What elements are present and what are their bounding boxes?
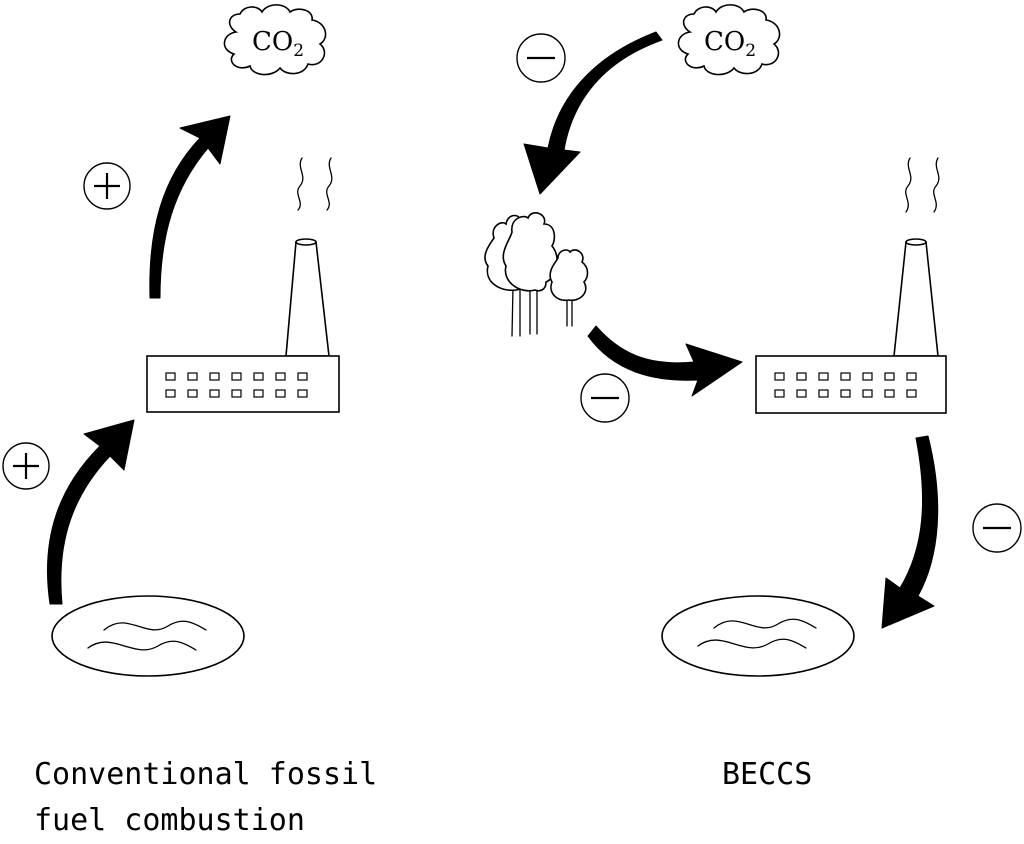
storage-reservoir-right: [661, 595, 855, 677]
caption-line-2: fuel combustion: [34, 803, 305, 838]
cloud-subscript: 2: [293, 41, 304, 61]
storage-arrow-right: [881, 435, 939, 629]
factory-left: [146, 157, 340, 413]
plus-sign-lower: [2, 442, 50, 490]
co2-cloud-right: CO2: [677, 4, 781, 76]
factory-windows: [165, 372, 308, 398]
emission-arrow-left: [149, 115, 231, 299]
cloud-label: CO: [704, 27, 745, 57]
chimney: [285, 241, 330, 357]
cloud-icon: [677, 4, 781, 76]
minus-sign-lower: [972, 503, 1022, 553]
extraction-arrow-left: [47, 419, 135, 605]
smoke-icon: [905, 157, 940, 213]
cloud-subscript: 2: [745, 41, 756, 61]
factory-building: [755, 355, 947, 414]
factory-windows: [774, 372, 917, 398]
svg-text:CO2: CO2: [252, 27, 304, 61]
plus-sign-upper: [83, 162, 131, 210]
minus-sign-middle: [580, 373, 630, 423]
caption-beccs: BECCS: [722, 757, 813, 792]
smoke-icon: [297, 157, 333, 211]
co2-cloud-left: CO2: [223, 4, 327, 76]
factory-right: [755, 157, 947, 414]
chimney: [893, 241, 939, 357]
cloud-icon: [223, 4, 327, 76]
svg-text:CO2: CO2: [704, 27, 756, 61]
capture-arrow-right: [523, 31, 663, 195]
tree-icon: [484, 212, 589, 337]
minus-sign-upper: [516, 33, 566, 83]
factory-building: [146, 355, 340, 413]
biomass-arrow-right: [587, 325, 743, 397]
caption-line-1: Conventional fossil: [34, 757, 378, 792]
fossil-reservoir-left: [51, 595, 245, 677]
caption-conventional: Conventional fossil fuel combustion: [34, 752, 377, 844]
cloud-label: CO: [252, 27, 293, 57]
